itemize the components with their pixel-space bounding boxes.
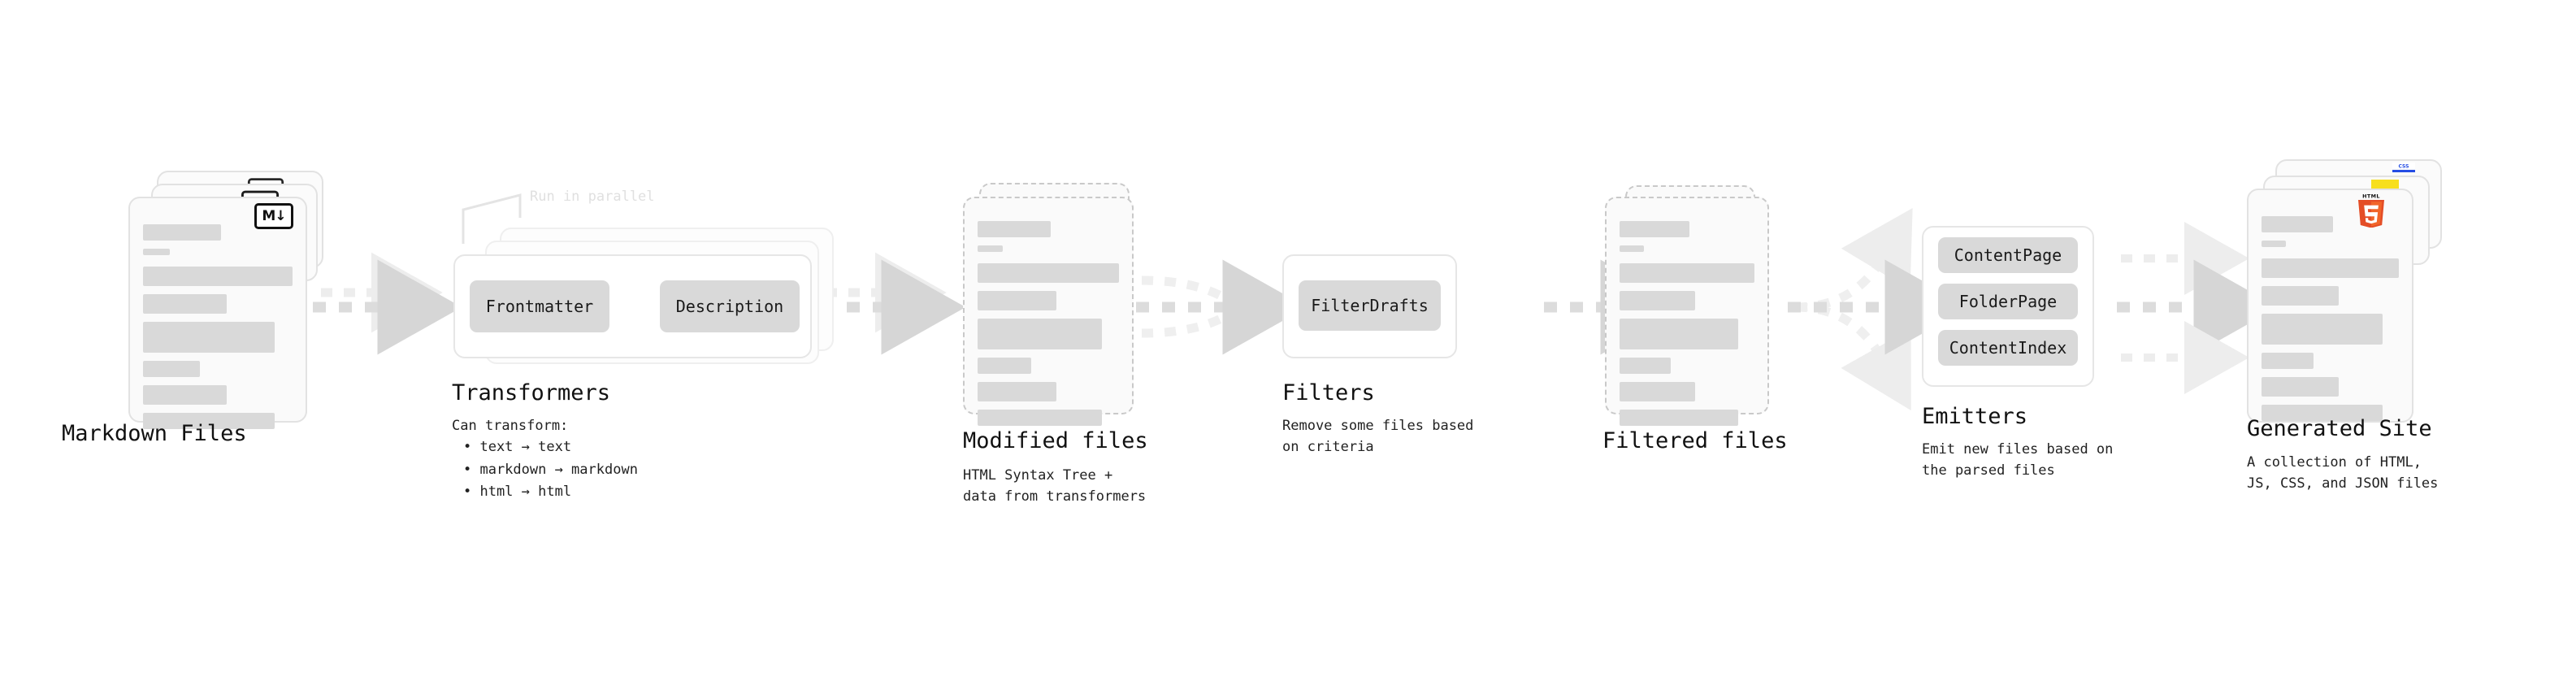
generated-skeleton-body: [2262, 216, 2399, 421]
filters-pill-filterdrafts[interactable]: FilterDrafts: [1299, 280, 1441, 331]
skeleton-line: [143, 249, 171, 255]
generated-site-subtitle: A collection of HTML, JS, CSS, and JSON …: [2247, 454, 2439, 492]
css3-badge: CSS: [2392, 163, 2415, 172]
emitters-pill-contentindex[interactable]: ContentIndex: [1938, 330, 2078, 366]
skeleton-line: [1620, 319, 1739, 349]
modified-files-subtitle: HTML Syntax Tree + data from transformer…: [963, 467, 1147, 505]
skeleton-line: [1620, 263, 1754, 283]
transformers-intro: Can transform:: [452, 418, 569, 434]
svg-text:CSS: CSS: [2399, 164, 2409, 170]
skeleton-line: [1620, 221, 1690, 237]
arrow-markdown-to-transformers: [313, 252, 462, 355]
skeleton-line: [978, 410, 1103, 426]
skeleton-line: [2262, 241, 2287, 247]
skeleton-line: [1620, 358, 1672, 374]
skeleton-line: [978, 291, 1057, 310]
transformers-bullet-2: • html → html: [463, 484, 572, 501]
emitters-pill-contentpage[interactable]: ContentPage: [1938, 237, 2078, 273]
stage-title-filtered-files: Filtered files: [1602, 428, 1788, 453]
skeleton-line: [1620, 245, 1644, 252]
stage-title-modified-files: Modified files: [963, 428, 1148, 453]
skeleton-line: [143, 361, 200, 377]
stage-title-generated-site: Generated Site: [2247, 416, 2432, 441]
skeleton-line: [2262, 353, 2314, 369]
skeleton-line: [1620, 291, 1695, 310]
transformers-bullet-list: • text → text • markdown → markdown • ht…: [463, 436, 638, 504]
transformer-pill-description[interactable]: Description: [660, 280, 800, 332]
skeleton-line: [143, 322, 275, 353]
skeleton-line: [1620, 410, 1739, 426]
stage-title-emitters: Emitters: [1922, 404, 2028, 429]
modified-skeleton-body: [978, 221, 1119, 426]
skeleton-line: [143, 224, 221, 241]
skeleton-line: [2262, 377, 2339, 397]
skeleton-line: [143, 267, 293, 286]
skeleton-line: [978, 382, 1057, 401]
transformers-bullet-0: • text → text: [463, 439, 572, 455]
skeleton-line: [2262, 258, 2399, 278]
arrow-filtered-to-emitters: [1788, 207, 1970, 411]
skeleton-line: [978, 221, 1052, 237]
skeleton-line: [978, 263, 1119, 283]
arrow-modified-to-filters: [1136, 259, 1308, 355]
filters-subtitle: Remove some files based on criteria: [1282, 418, 1474, 456]
skeleton-line: [2262, 216, 2333, 232]
skeleton-line: [978, 319, 1103, 349]
html5-badge: HTML: [2358, 193, 2384, 228]
skeleton-line: [143, 294, 228, 314]
skeleton-line: [2262, 405, 2383, 421]
skeleton-line: [143, 385, 228, 405]
skeleton-line: [1620, 382, 1695, 401]
skeleton-line: [143, 413, 275, 429]
transformers-bullet-1: • markdown → markdown: [463, 461, 638, 478]
emitters-pill-folderpage[interactable]: FolderPage: [1938, 284, 2078, 319]
skeleton-line: [978, 245, 1004, 252]
filtered-skeleton-body: [1620, 221, 1754, 426]
run-in-parallel-label: Run in parallel: [530, 189, 655, 205]
skeleton-line: [2262, 314, 2383, 345]
stage-title-filters: Filters: [1282, 380, 1375, 406]
markdown-badge-front: M↓: [254, 203, 293, 229]
skeleton-line: [2262, 286, 2339, 306]
arrow-emitters-to-site: [2117, 222, 2279, 394]
transformer-pill-frontmatter[interactable]: Frontmatter: [470, 280, 609, 332]
stage-title-markdown-files: Markdown Files: [62, 421, 247, 446]
svg-text:HTML: HTML: [2362, 193, 2380, 200]
markdown-skeleton-body: [143, 224, 293, 429]
emitters-subtitle: Emit new files based on the parsed files: [1922, 441, 2114, 479]
skeleton-line: [978, 358, 1032, 374]
stage-title-transformers: Transformers: [452, 380, 611, 406]
